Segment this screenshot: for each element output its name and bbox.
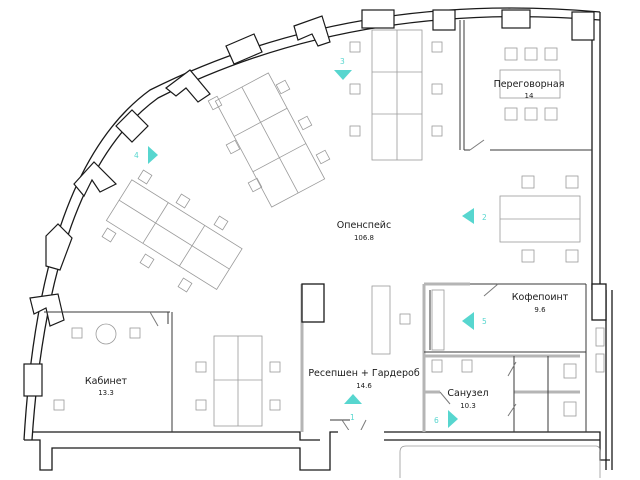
- room-meeting: Переговорная 14: [494, 79, 565, 100]
- view-markers: 1 2 3 4 5 6: [134, 57, 487, 428]
- room-name: Опенспейс: [337, 220, 391, 231]
- view-marker-1: 1: [344, 394, 362, 422]
- room-reception: Ресепшен + Гардероб 14.6: [308, 368, 420, 390]
- room-name: Кабинет: [85, 376, 128, 387]
- core-thin: [330, 283, 587, 433]
- room-openspace: Опенспейс 106.8: [337, 220, 391, 242]
- view-marker-label: 2: [482, 213, 487, 222]
- room-wc: Санузел 10.3: [447, 388, 488, 410]
- view-marker-2: 2: [462, 208, 487, 224]
- room-name: Ресепшен + Гардероб: [308, 368, 420, 379]
- room-name: Переговорная: [494, 79, 565, 90]
- view-marker-label: 3: [340, 57, 345, 66]
- view-marker-5: 5: [462, 312, 487, 330]
- partitions: [44, 20, 592, 432]
- room-area: 14.6: [356, 382, 372, 390]
- room-area: 9.6: [534, 306, 546, 314]
- room-area: 106.8: [354, 234, 374, 242]
- view-marker-label: 1: [350, 413, 355, 422]
- room-labels: Переговорная 14 Опенспейс 106.8 Кофепоин…: [85, 79, 569, 410]
- room-office: Кабинет 13.3: [85, 376, 128, 397]
- view-marker-3: 3: [334, 57, 352, 80]
- room-name: Санузел: [447, 388, 488, 399]
- view-marker-label: 5: [482, 317, 487, 326]
- facade-piers: [23, 9, 595, 397]
- view-marker-label: 4: [134, 151, 139, 160]
- view-marker-6: 6: [434, 410, 458, 428]
- room-area: 13.3: [98, 389, 114, 397]
- pillars: [301, 283, 607, 323]
- room-name: Кофепоинт: [512, 292, 569, 303]
- room-coffee: Кофепоинт 9.6: [512, 292, 569, 314]
- view-marker-label: 6: [434, 416, 439, 425]
- furniture: [53, 29, 605, 478]
- room-area: 10.3: [460, 402, 476, 410]
- view-marker-4: 4: [134, 146, 158, 164]
- room-area: 14: [525, 92, 534, 100]
